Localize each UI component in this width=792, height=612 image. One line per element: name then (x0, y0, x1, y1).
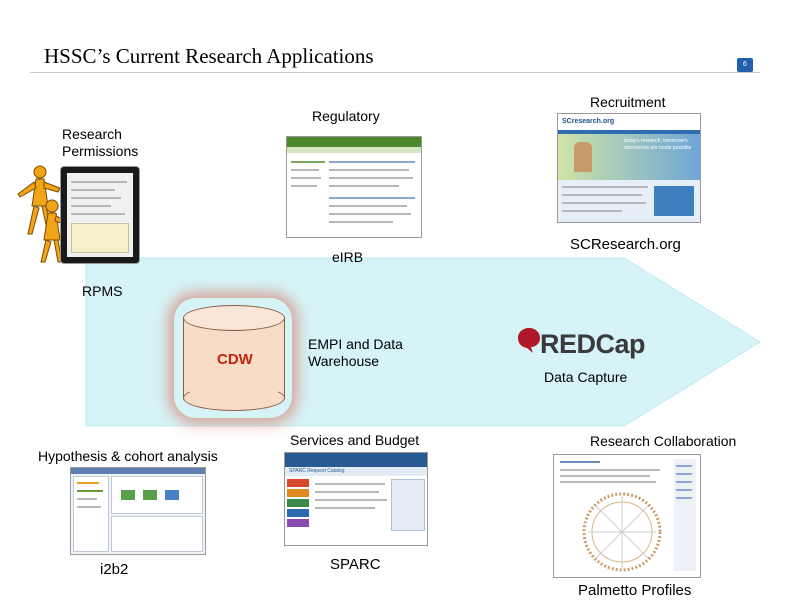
i2b2-screenshot (70, 467, 206, 555)
hypothesis-label: Hypothesis & cohort analysis (38, 448, 218, 464)
sparc-header: SPARC Request Catalog (289, 468, 345, 474)
research-permissions-label: Research Permissions (62, 126, 139, 159)
network-graph-icon (582, 492, 662, 572)
data-capture-label: Data Capture (544, 369, 628, 385)
eirb-screenshot (286, 136, 422, 238)
palmetto-label: Palmetto Profiles (578, 582, 692, 599)
slide-title: HSSC’s Current Research Applications (44, 44, 374, 68)
recruitment-label: Recruitment (590, 94, 666, 110)
sparc-label: SPARC (330, 556, 381, 573)
scresearch-logo: SCresearch.org (562, 118, 615, 125)
sparc-screenshot: SPARC Request Catalog (284, 452, 428, 546)
scresearch-screenshot: SCresearch.org today's research, tomorro… (557, 113, 701, 223)
cdw-database-top (183, 305, 285, 331)
scresearch-label: SCResearch.org (570, 236, 681, 253)
redcap-mark-icon (518, 328, 540, 353)
research-collab-label: Research Collaboration (590, 433, 737, 449)
services-budget-label: Services and Budget (290, 432, 420, 448)
scresearch-tagline: today's research, tomorrow's discoveries… (624, 138, 692, 151)
cdw-label: CDW (217, 351, 253, 368)
rpms-label: RPMS (82, 283, 123, 299)
cdw-database-bottom (183, 385, 285, 411)
empi-label: EMPI and Data Warehouse (308, 336, 403, 369)
title-divider (30, 72, 760, 73)
rpms-screenshot (60, 166, 140, 264)
eirb-label: eIRB (332, 249, 364, 265)
palmetto-screenshot (553, 454, 701, 578)
i2b2-label: i2b2 (100, 561, 129, 578)
page-number-badge: 6 (737, 58, 753, 72)
regulatory-label: Regulatory (312, 108, 380, 124)
redcap-logo: REDCap (540, 329, 646, 359)
